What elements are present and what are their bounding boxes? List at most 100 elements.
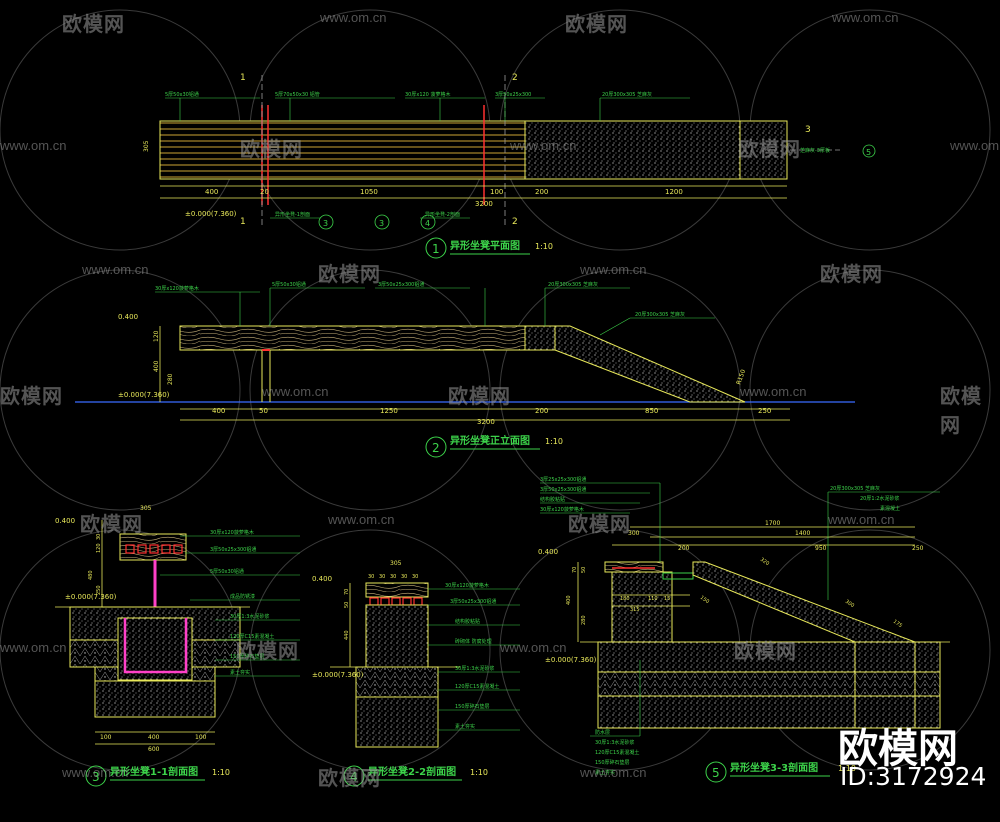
s1-base-level: ±0.000(7.360) <box>65 593 117 601</box>
svg-text:120厚C15素混凝土: 120厚C15素混凝土 <box>230 633 274 640</box>
s2-number: 4 <box>350 770 358 784</box>
svg-text:素土夯实: 素土夯实 <box>230 669 250 676</box>
s2-vdim: 50 <box>344 602 350 608</box>
svg-text:3厚50x25x300铝通: 3厚50x25x300铝通 <box>450 598 496 605</box>
elev-dim: 200 <box>535 407 548 415</box>
svg-text:砖砌体 防腐处理: 砖砌体 防腐处理 <box>455 638 492 645</box>
plan-callout: 4 <box>425 219 430 228</box>
watermark-url: www.om.cn <box>832 10 899 25</box>
watermark-logo: 欧模网 <box>240 139 303 161</box>
svg-text:150厚碎石垫层: 150厚碎石垫层 <box>455 703 490 710</box>
s3-title: 异形坐凳3-3剖面图 <box>730 761 818 774</box>
plan-section-mark-1b: 1 <box>240 217 246 227</box>
plan-section-mark-1: 1 <box>240 73 246 83</box>
watermark-logo: 欧模网 <box>565 14 628 36</box>
s3-slope-dim: 175 <box>892 619 903 629</box>
watermark-url: www.om.cn <box>950 138 1000 153</box>
svg-text:5厚70x50x30 铝管: 5厚70x50x30 铝管 <box>275 91 320 98</box>
svg-text:30厚1:3水泥砂浆: 30厚1:3水泥砂浆 <box>595 739 634 746</box>
watermark-url: www.om.cn <box>82 262 149 277</box>
elevation-drawing: 30厚x120菠萝格木 5厚50x30铝通 3厚50x25x300铝通 20厚3… <box>75 281 855 458</box>
plan-level: ±0.000(7.360) <box>185 210 237 218</box>
watermark-url: www.om.cn <box>262 384 329 399</box>
watermark-logo: 欧模网 <box>318 264 381 286</box>
svg-text:20厚300x305 芝麻灰: 20厚300x305 芝麻灰 <box>602 91 652 98</box>
svg-text:异形坐凳-2剖面: 异形坐凳-2剖面 <box>425 211 460 218</box>
s1-vdim: 480 <box>88 570 94 580</box>
svg-text:5厚50x30铝通: 5厚50x30铝通 <box>165 91 199 98</box>
s1-bdim: 100 <box>195 734 207 741</box>
plan-scale: 1:10 <box>535 242 553 251</box>
s2-top-dim: 305 <box>390 560 402 567</box>
s2-scale: 1:10 <box>470 768 488 777</box>
s1-bdim: 100 <box>100 734 112 741</box>
plan-number: 1 <box>432 242 440 256</box>
s1-btotal: 600 <box>148 746 160 753</box>
s2-bay: 30 <box>379 574 385 580</box>
plan-dim: 1200 <box>665 188 683 196</box>
s3-number: 5 <box>712 766 720 780</box>
s2-top-level: 0.400 <box>312 575 332 583</box>
s2-vdim: 70 <box>344 589 350 595</box>
watermark-logo: 欧模网 <box>448 386 511 408</box>
svg-text:3厚50x25x300铝通: 3厚50x25x300铝通 <box>540 486 586 493</box>
elev-number: 2 <box>432 441 440 455</box>
s3-dim-top: 1700 <box>765 520 780 527</box>
s3-slope-dim: 150 <box>699 595 710 605</box>
plan-dim: 1050 <box>360 188 378 196</box>
s3-scale: 1:10 <box>838 764 856 773</box>
watermark-logo: 欧模网 <box>820 264 883 286</box>
s2-bay: 30 <box>412 574 418 580</box>
svg-text:30厚1:3水泥砂浆: 30厚1:3水泥砂浆 <box>230 613 269 620</box>
elev-vdim: 280 <box>167 373 174 385</box>
elev-dim: 850 <box>645 407 658 415</box>
svg-text:成品防锈漆: 成品防锈漆 <box>230 593 255 600</box>
watermark-url: www.om.cn <box>828 512 895 527</box>
watermark-url: www.om.cn <box>320 10 387 25</box>
s3-dim-small: 15 <box>664 596 670 602</box>
plan-callout: 3 <box>323 219 328 228</box>
s3-dim-top: 250 <box>912 545 924 552</box>
s3-dim-top: 950 <box>815 545 827 552</box>
s3-dim-small: 110 <box>648 596 658 602</box>
s3-slope-dim: 300 <box>844 599 855 609</box>
watermark-url: www.om.cn <box>62 765 129 780</box>
plan-section-mark-2: 2 <box>512 73 518 83</box>
watermark-url: www.om.cn <box>740 384 807 399</box>
watermark-logo: 欧模网 <box>80 514 143 536</box>
model-id: ID:3172924 <box>840 762 987 791</box>
s1-bdim: 400 <box>148 734 160 741</box>
watermark-url: www.om.cn <box>580 765 647 780</box>
s3-dim-top: 1400 <box>795 530 810 537</box>
s1-vdim: 30 <box>96 534 102 540</box>
watermark-url: www.om.cn <box>328 512 395 527</box>
svg-text:120厚C15素混凝土: 120厚C15素混凝土 <box>595 749 639 756</box>
svg-text:30厚1:3水泥砂浆: 30厚1:3水泥砂浆 <box>455 665 494 672</box>
svg-text:30厚x120菠萝格木: 30厚x120菠萝格木 <box>210 529 254 536</box>
svg-text:素土夯实: 素土夯实 <box>595 769 615 776</box>
s3-slope-dim: 320 <box>759 557 770 567</box>
svg-text:防水层: 防水层 <box>595 729 610 736</box>
svg-text:异形坐凳-1剖面: 异形坐凳-1剖面 <box>275 211 310 218</box>
watermark-logo: 欧模网 <box>734 641 797 663</box>
elev-title: 异形坐凳正立面图 <box>450 434 530 447</box>
s2-title: 异形坐凳2-2剖面图 <box>368 765 456 778</box>
elev-slope: R150 <box>735 368 747 385</box>
s1-vdim: 250 <box>96 585 102 595</box>
plan-dim: 400 <box>205 188 218 196</box>
svg-text:3厚50x25x300: 3厚50x25x300 <box>495 92 531 98</box>
svg-text:120厚C15素混凝土: 120厚C15素混凝土 <box>455 683 499 690</box>
svg-text:20厚300x305 芝麻灰: 20厚300x305 芝麻灰 <box>548 281 598 288</box>
watermark-url: www.om.cn <box>500 640 567 655</box>
s2-base-level: ±0.000(7.360) <box>312 671 364 679</box>
watermark-logo: 欧模网 <box>568 514 631 536</box>
s3-vdim: 280 <box>581 615 587 625</box>
svg-text:20厚300x305 芝麻灰: 20厚300x305 芝麻灰 <box>830 485 880 492</box>
plan-drawing: 5厚50x30铝通 5厚70x50x30 铝管 30厚x120 菠萝格木 3厚5… <box>143 73 876 259</box>
plan-dim: 100 <box>490 188 503 196</box>
s2-vdim: 440 <box>344 630 350 640</box>
elev-total: 3200 <box>477 418 495 426</box>
plan-dim: 20 <box>260 188 269 196</box>
watermark-logo: 欧模网 <box>236 641 299 663</box>
s1-scale: 1:10 <box>212 768 230 777</box>
